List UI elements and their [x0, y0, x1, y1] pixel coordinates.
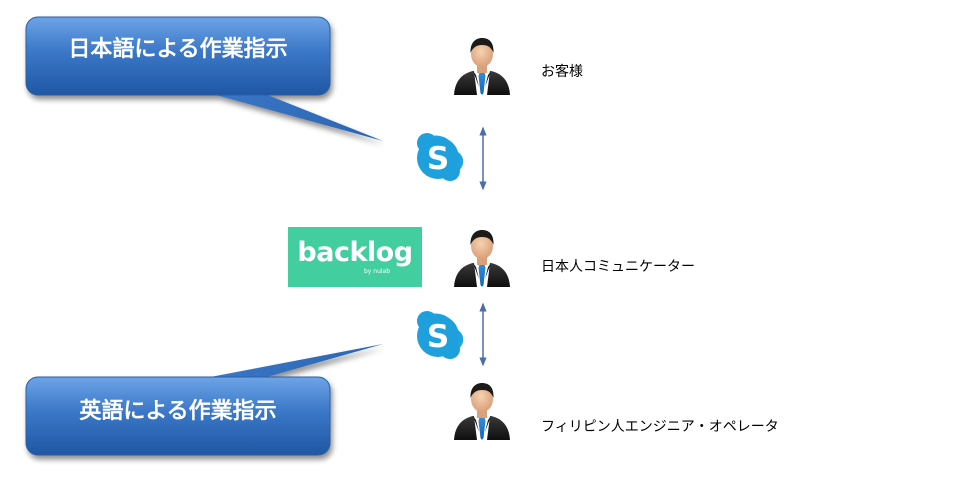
skype-icon [417, 133, 464, 181]
backlog-logo-subtext: by nulab [364, 268, 391, 275]
callout-top-label: 日本語による作業指示 [68, 37, 288, 62]
backlog-logo-text: backlog [297, 237, 413, 268]
callout-bottom-label: 英語による作業指示 [79, 399, 277, 424]
backlog-logo: backlog by nulab [288, 227, 422, 287]
label-communicator: 日本人コミュニケーター [541, 259, 695, 275]
businessman-icon [454, 230, 510, 287]
callout-bottom [25, 344, 383, 456]
skype-icon [417, 311, 464, 359]
businessman-icon [454, 38, 510, 95]
label-customer: お客様 [541, 64, 583, 80]
callout-top [25, 16, 383, 141]
businessman-icon [454, 383, 510, 440]
label-operator: フィリピン人エンジニア・オペレータ [541, 419, 779, 435]
